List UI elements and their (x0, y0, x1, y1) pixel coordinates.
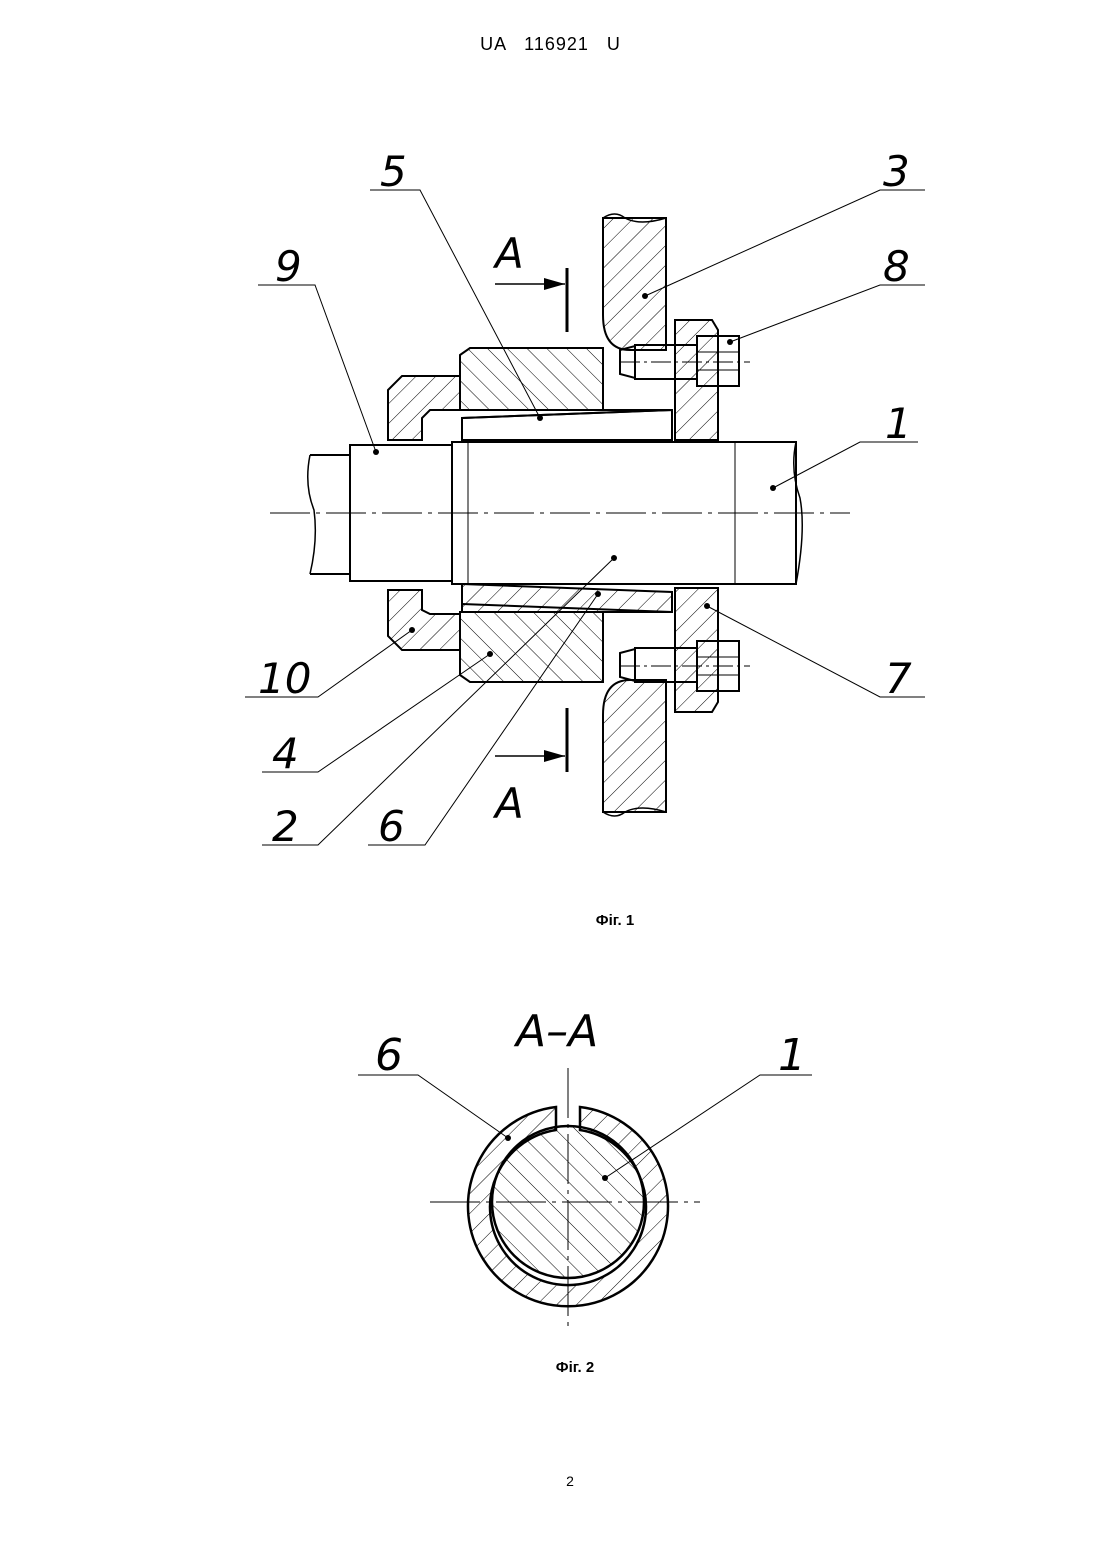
label-4: 4 (272, 729, 299, 778)
nut-top (388, 376, 460, 440)
label-9: 9 (275, 242, 302, 291)
cone-body-bottom (460, 612, 603, 682)
label-7: 7 (885, 654, 912, 703)
figure1-drawing (245, 190, 925, 845)
housing-wall-top (603, 218, 666, 350)
label-8: 8 (883, 242, 910, 291)
left-shaft-break (310, 455, 350, 574)
fig2-label-6: 6 (375, 1030, 403, 1081)
housing-wall-bottom (603, 680, 666, 812)
label-5: 5 (380, 147, 407, 196)
label-1: 1 (885, 399, 912, 448)
label-10: 10 (258, 654, 311, 703)
section-mark-bottom: A (492, 779, 524, 828)
cone-body-top (460, 348, 603, 410)
figure1-caption: Фіг. 1 (560, 912, 670, 929)
label-3: 3 (883, 147, 910, 196)
section-title: A–A (513, 1006, 598, 1057)
figure2-drawing (358, 1068, 812, 1332)
figure2-caption: Фіг. 2 (520, 1359, 630, 1376)
label-6: 6 (378, 802, 405, 851)
fig2-label-1: 1 (778, 1030, 806, 1081)
page-number: 2 (540, 1473, 600, 1489)
nut-bottom (388, 590, 460, 650)
section-mark-top: A (492, 229, 524, 278)
label-2: 2 (272, 802, 299, 851)
